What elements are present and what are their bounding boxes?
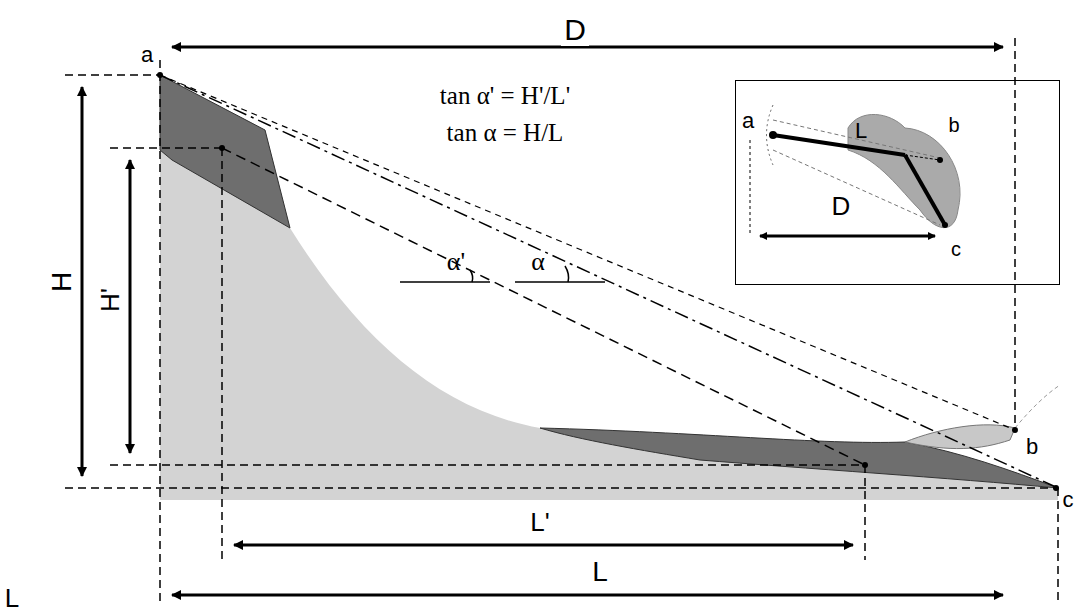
diagram-label: L' (527, 508, 552, 536)
diagram-label: α (528, 248, 548, 276)
diagram-label: α' (444, 248, 468, 276)
inset-label: D (830, 193, 853, 219)
inset-label: b (946, 115, 961, 135)
diagram-label: L (2, 584, 22, 612)
inset-label: a (740, 110, 756, 132)
inset-label: L (853, 120, 869, 142)
inset-box: a LbDc (735, 80, 1060, 285)
diagram-label: a (138, 43, 156, 67)
diagram-label: L (589, 557, 611, 587)
diagram-label: tan α' = H'/L' (437, 82, 573, 109)
diagram-label: D (561, 14, 589, 46)
diagram-label: b (1023, 435, 1041, 459)
diagram-label: tan α = H/L (444, 119, 567, 146)
diagram-label: H' (96, 285, 124, 315)
diagram-label: H (47, 269, 77, 295)
diagram-label: c (1060, 488, 1077, 512)
inset-label: c (949, 239, 963, 259)
